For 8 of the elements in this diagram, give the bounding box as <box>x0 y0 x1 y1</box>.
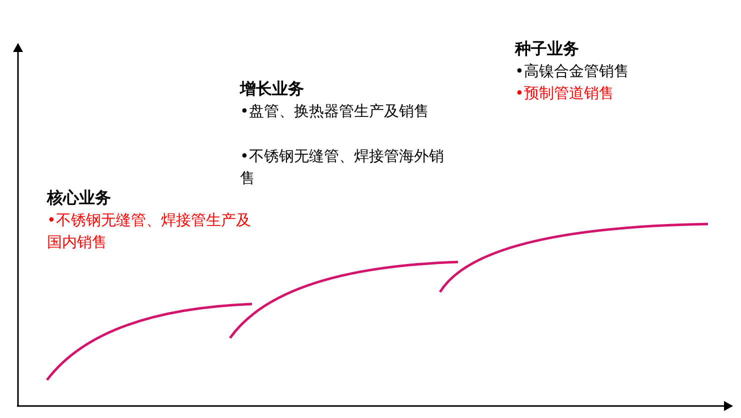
bullet-item: •预制管道销售 <box>515 83 615 104</box>
bullet-item: •不锈钢无缝管、焊接管生产及国内销售 <box>47 210 252 253</box>
bullet-item: •盘管、换热器管生产及销售 <box>240 101 430 122</box>
bullet-item: •不锈钢无缝管、焊接管海外销售 <box>240 146 445 189</box>
section-heading: 种子业务 <box>515 38 580 60</box>
section-heading: 增长业务 <box>240 78 305 100</box>
bullet-item: •高镍合金管销售 <box>515 61 630 82</box>
section-heading: 核心业务 <box>47 187 112 209</box>
